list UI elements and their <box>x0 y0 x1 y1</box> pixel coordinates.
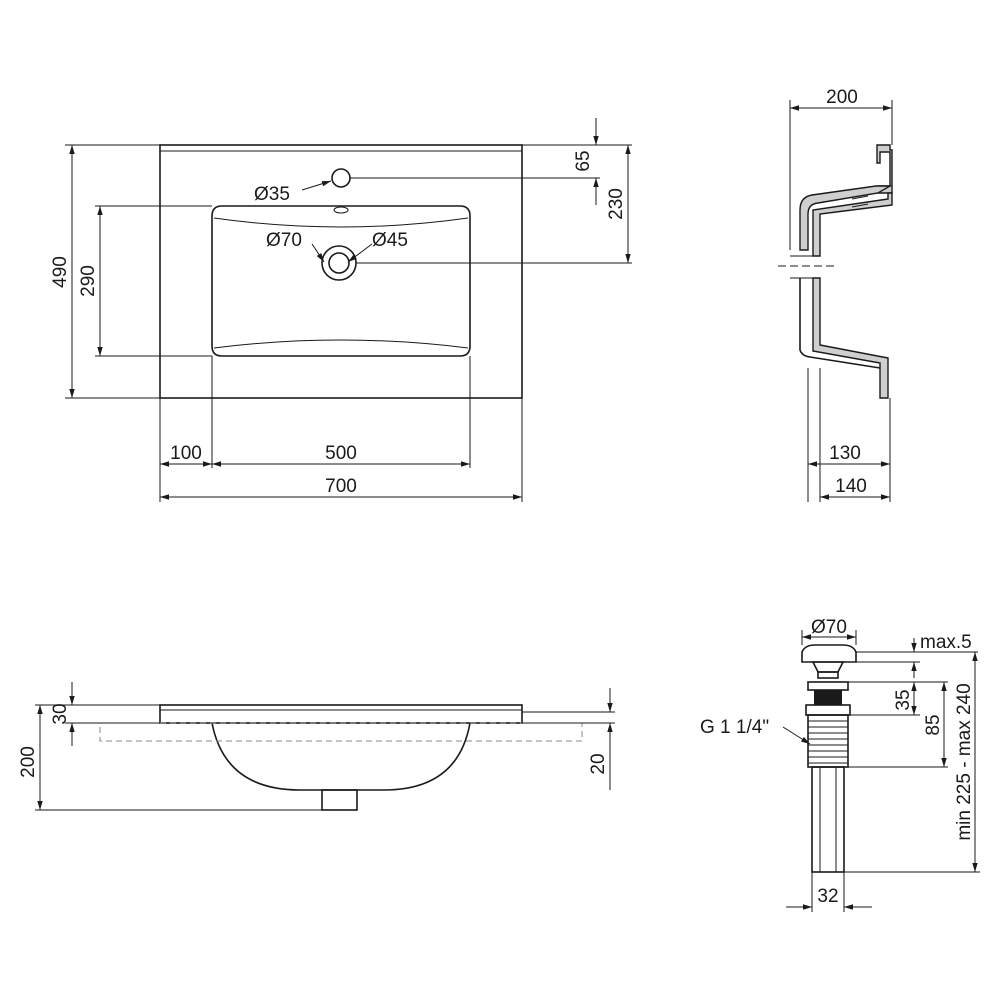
overflow-slot <box>333 206 349 214</box>
dim-bowl-width: 500 <box>325 443 357 464</box>
front-drain <box>321 789 358 811</box>
drain-thread <box>807 714 849 768</box>
dim-total-range: min 225 - max 240 <box>954 683 975 840</box>
front-view: 30 200 20 <box>18 682 615 811</box>
dim-base-depth: 140 <box>835 476 867 497</box>
dim-bowl-depth: 290 <box>78 265 99 297</box>
front-countertop <box>99 722 583 742</box>
drain-detail: Ø70 max.5 35 85 min 225 - max 240 32 G 1… <box>700 617 980 912</box>
side-outer-lower <box>799 278 881 369</box>
dim-total-height: 200 <box>18 746 39 778</box>
bowl-back-curve <box>213 217 469 228</box>
side-section-bowl <box>799 185 893 251</box>
leader-thread <box>782 726 811 745</box>
basin-outline <box>159 144 523 399</box>
side-view: 200 130 140 <box>778 87 893 502</box>
bowl-outline <box>211 205 471 357</box>
dim-rim-thickness: 30 <box>50 703 71 724</box>
overflow-channel <box>851 203 869 208</box>
dim-body-height: 85 <box>923 714 944 735</box>
thread-label: G 1 1/4" <box>700 717 769 738</box>
dim-lip: 20 <box>588 753 609 774</box>
drain-collar <box>817 671 839 679</box>
drain-pipe <box>811 766 845 873</box>
bowl-front-curve <box>213 339 469 349</box>
leader-drain-outer <box>311 243 325 263</box>
dim-total-depth: 490 <box>50 256 71 288</box>
dim-cap-diameter: Ø70 <box>811 617 847 638</box>
thread-lines <box>808 720 848 764</box>
drain-cap <box>801 644 857 663</box>
dim-drain-offset: 230 <box>606 188 627 220</box>
dim-bowl-depth-side: 130 <box>829 443 861 464</box>
top-view: 490 290 65 230 Ø35 Ø70 Ø45 100 500 700 <box>50 118 632 502</box>
drain-inner <box>328 252 350 274</box>
dim-tap-offset: 65 <box>573 150 594 171</box>
side-section-lower <box>812 277 889 399</box>
dim-left-rim: 100 <box>170 443 202 464</box>
front-rim <box>159 704 523 724</box>
leader-drain-inner <box>347 243 373 263</box>
dim-thread-height: 35 <box>893 689 914 710</box>
label-drain-outer: Ø70 <box>266 230 302 251</box>
overflow-channel <box>851 195 869 200</box>
dim-top-depth: 200 <box>826 87 858 108</box>
drain-flange <box>807 681 849 691</box>
label-drain-inner: Ø45 <box>372 230 408 251</box>
front-bowl <box>211 722 471 791</box>
dim-total-width: 700 <box>325 476 357 497</box>
drain-outer <box>321 245 357 281</box>
leader-tap-hole <box>301 180 332 191</box>
dim-pipe-diameter: 32 <box>817 886 838 907</box>
label-tap-hole: Ø35 <box>254 184 290 205</box>
drain-cap-stem <box>811 661 845 673</box>
dim-cap-lift: max.5 <box>920 632 972 653</box>
drain-gasket <box>814 690 842 705</box>
drain-nut <box>805 704 851 716</box>
tap-hole <box>331 168 351 188</box>
